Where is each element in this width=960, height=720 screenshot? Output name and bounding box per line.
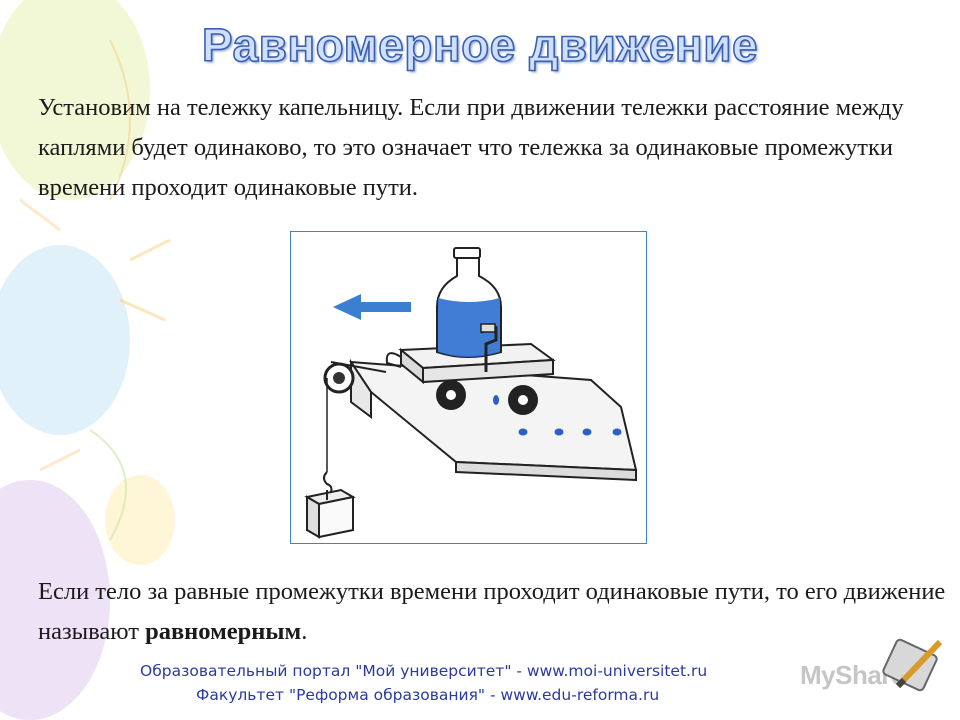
definition-paragraph: Если тело за равные промежутки времени п… — [38, 572, 948, 652]
weight-block — [304, 488, 356, 539]
dropper-bottle — [436, 247, 502, 372]
footer-faculty-line: Факультет "Реформа образования" - www.ed… — [196, 686, 660, 704]
intro-paragraph: Установим на тележку капельницу. Если пр… — [38, 94, 904, 201]
definition-end: . — [301, 618, 308, 645]
scroll-and-pencil-icon — [882, 638, 943, 692]
pulley — [323, 361, 387, 493]
footer-portal-line: Образовательный портал "Мой университет"… — [140, 662, 708, 680]
arrow-left-icon — [333, 294, 411, 320]
definition-term: равномерным — [145, 618, 302, 645]
definition-text: Если тело за равные промежутки времени п… — [38, 578, 946, 645]
water-drops — [493, 395, 622, 436]
slide-title: Равномерное движение — [201, 18, 759, 72]
dropper-cart-illustration — [290, 231, 647, 544]
